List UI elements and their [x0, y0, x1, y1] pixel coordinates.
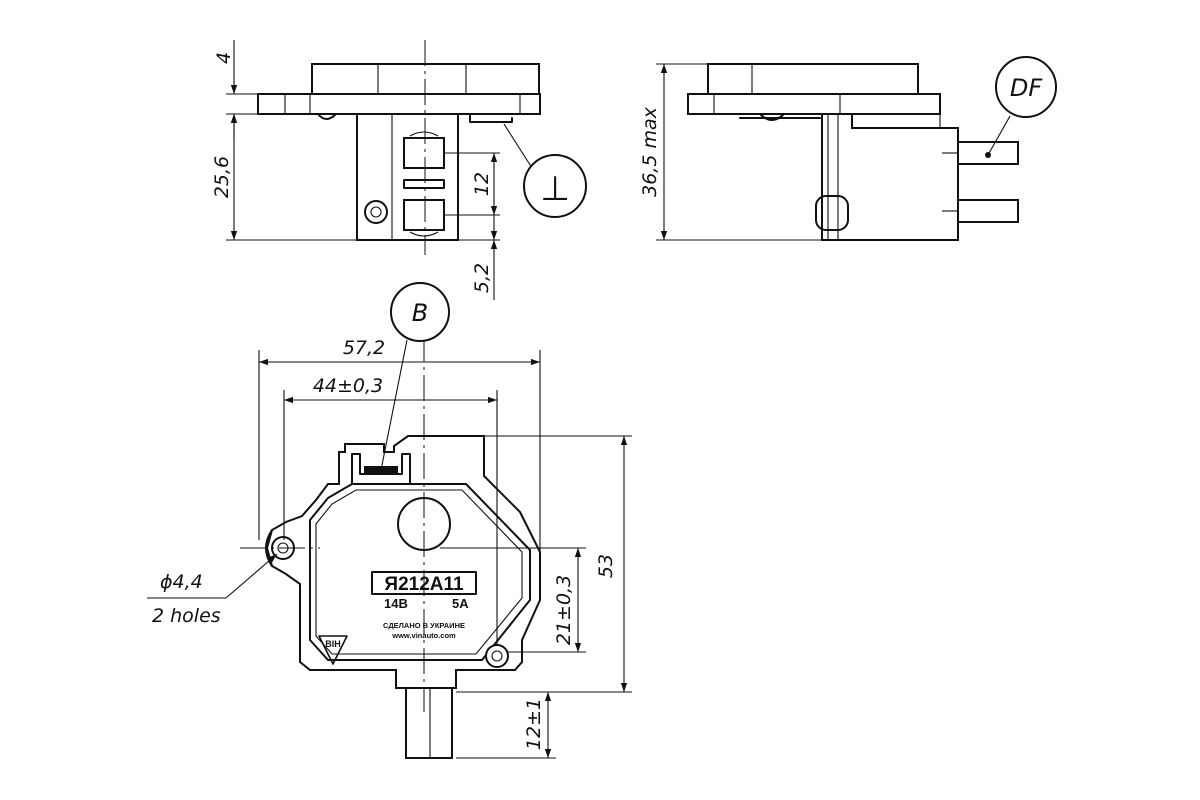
ground-symbol: ⊥	[540, 169, 570, 209]
ground-callout-circle	[523, 154, 587, 218]
top-terminal-upper	[403, 137, 445, 169]
dim-44: 44±0,3	[313, 375, 383, 397]
top-terminal-lower	[403, 199, 445, 231]
b-callout-label: B	[412, 299, 428, 327]
front-view: Я212А11 14В 5А СДЕЛАНО В УКРАИНЕ www.vin…	[147, 282, 632, 759]
regulator-body	[265, 435, 541, 689]
dim-36-5-max: 36,5 max	[639, 106, 661, 196]
side-view: 36,5 max DF	[639, 56, 1057, 241]
top-view: 4 25,6 12 5,2 ⊥	[211, 40, 587, 300]
inner-frame	[309, 483, 531, 661]
df-callout-label: DF	[1010, 74, 1043, 102]
cable	[405, 687, 453, 759]
dim-12: 12	[471, 172, 493, 196]
label-website: www.vinauto.com	[391, 631, 456, 640]
side-view-housing	[821, 113, 959, 241]
label-voltage: 14В	[384, 596, 408, 611]
label-model: Я212А11	[384, 574, 464, 595]
df-callout-circle	[995, 56, 1057, 118]
df-pin-lower	[957, 199, 1019, 223]
dim-hole-count: 2 holes	[152, 605, 221, 627]
dim-4: 4	[213, 52, 235, 64]
logo-text: ВІН	[325, 639, 341, 649]
dim-hole-diameter: ϕ4,4	[160, 571, 203, 593]
top-view-base	[257, 93, 541, 115]
side-view-cover	[707, 63, 919, 95]
dim-53: 53	[595, 554, 617, 578]
dim-12-1: 12±1	[523, 698, 545, 750]
label-model-box	[371, 571, 477, 595]
mount-hole-right	[485, 644, 509, 668]
ground-tab	[457, 113, 513, 123]
dim-25-6: 25,6	[211, 156, 233, 198]
label-made-in: СДЕЛАНО В УКРАИНЕ	[383, 621, 465, 630]
dim-57-2: 57,2	[343, 337, 385, 359]
top-view-hole	[364, 200, 388, 224]
dim-21: 21±0,3	[553, 575, 575, 645]
label-current: 5А	[452, 596, 469, 611]
dim-5-2: 5,2	[471, 263, 493, 293]
vin-logo: ВІН	[318, 635, 348, 665]
b-callout-circle	[390, 282, 450, 342]
side-view-base	[687, 93, 941, 115]
